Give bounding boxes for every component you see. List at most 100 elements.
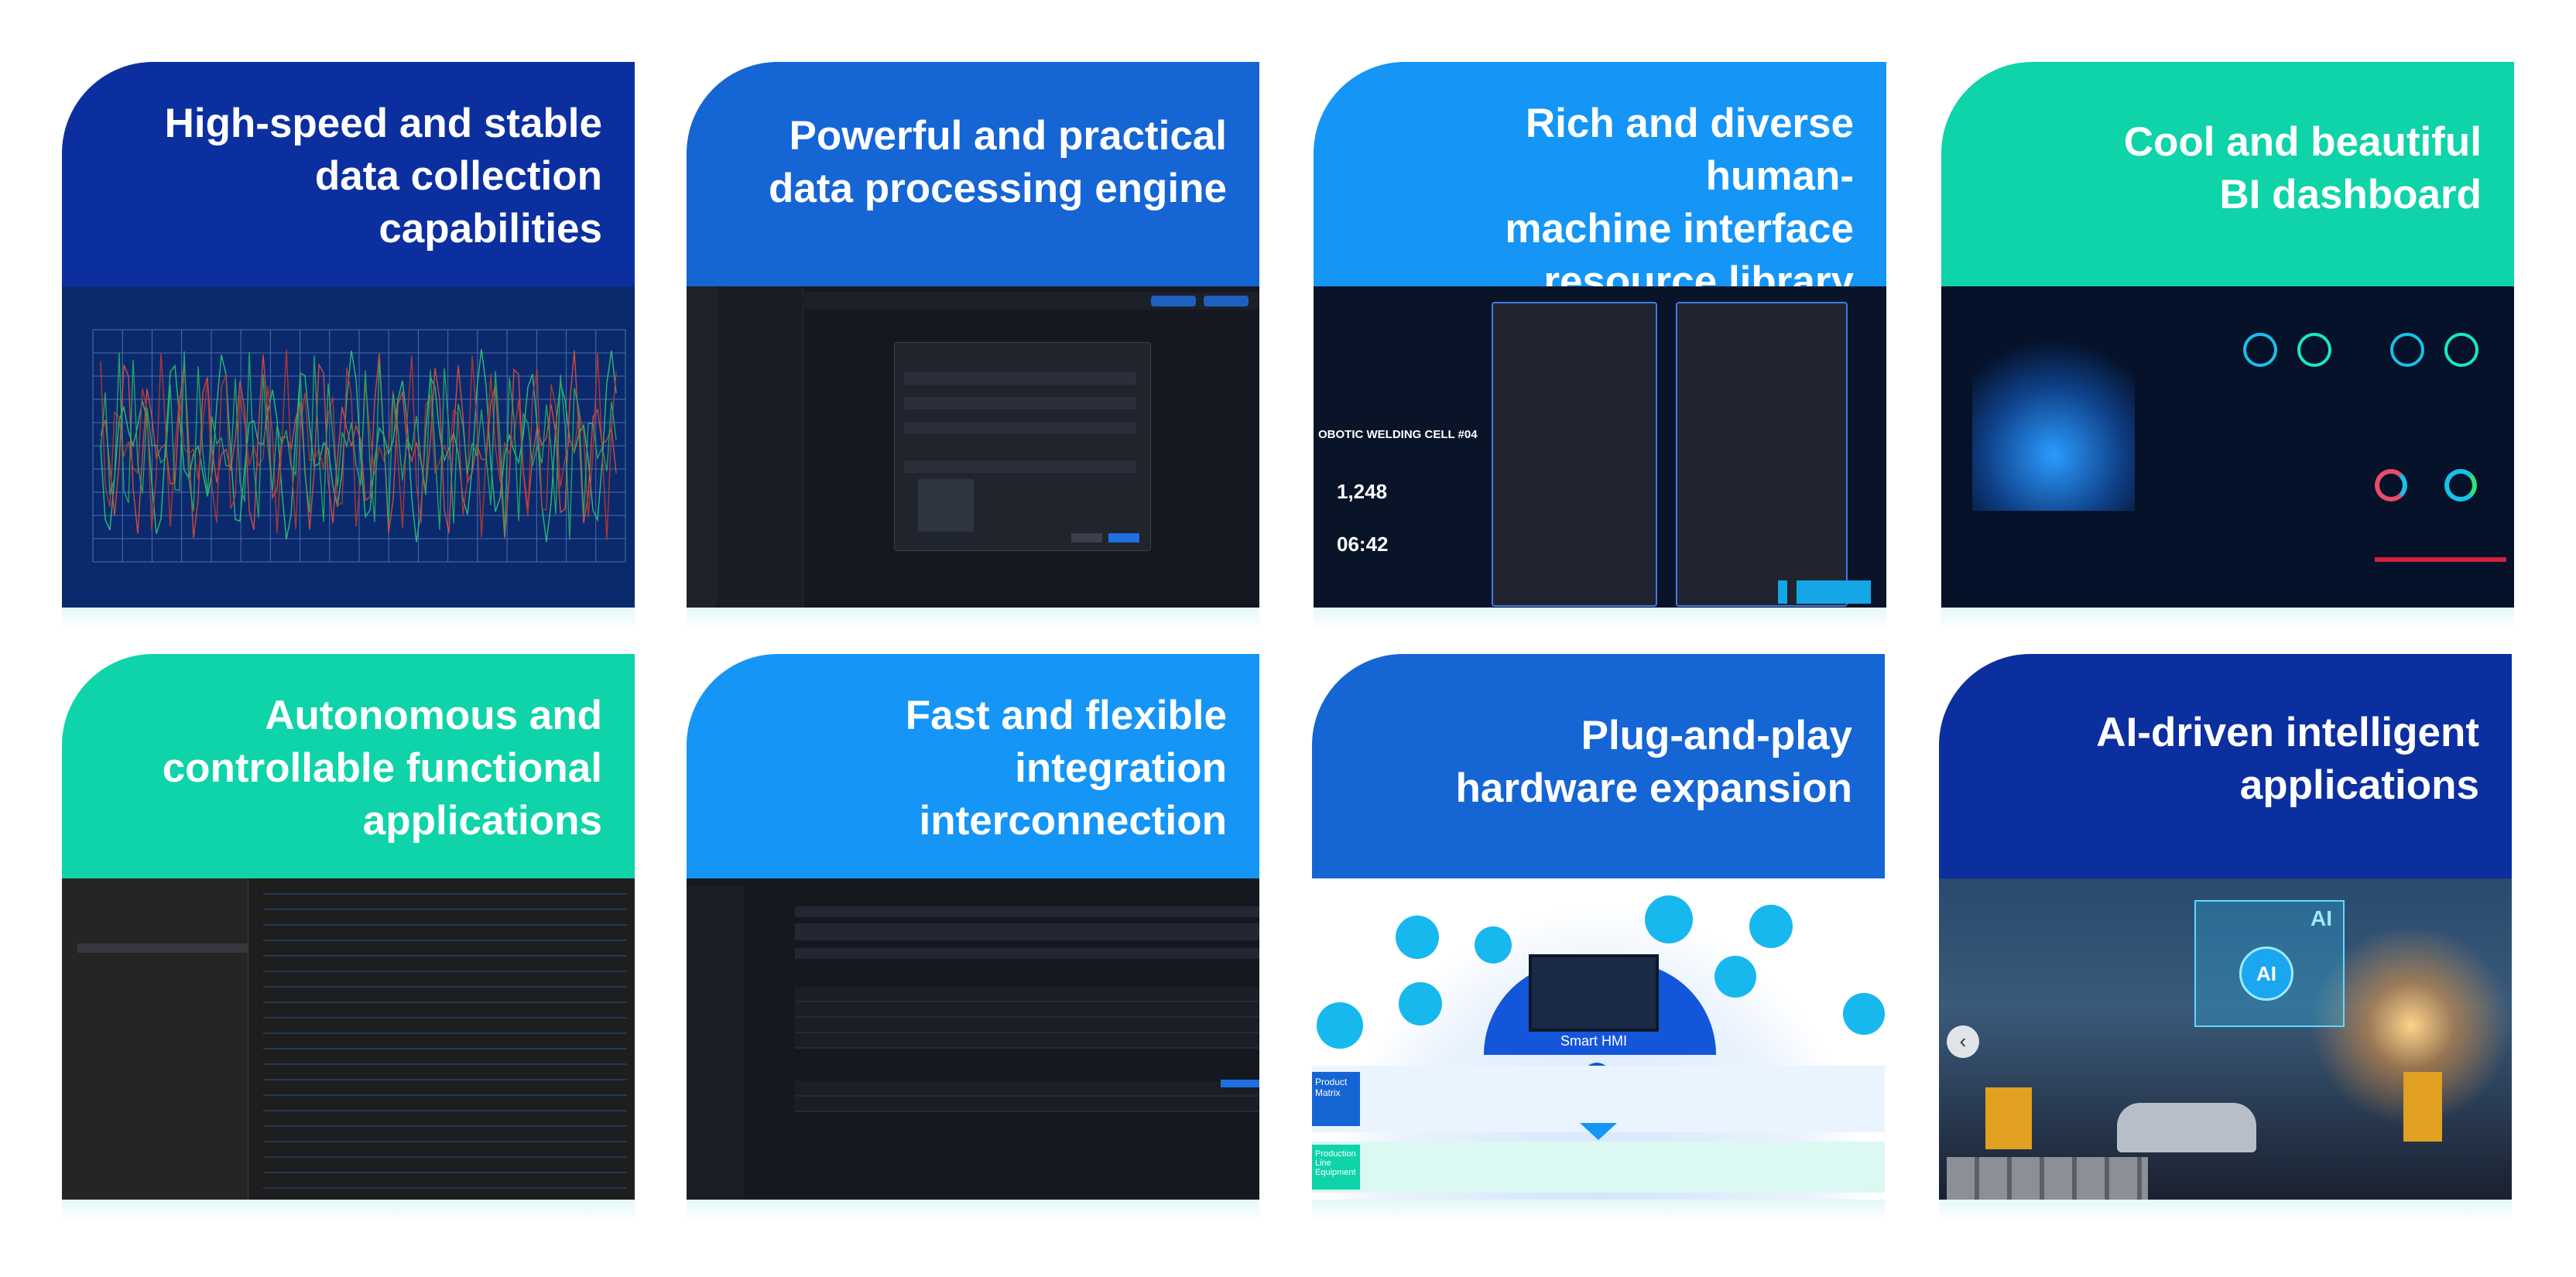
card-title-line: Rich and diverse human- bbox=[1525, 101, 1854, 199]
card-shadow bbox=[62, 608, 635, 631]
donut-chart bbox=[2375, 469, 2407, 502]
feature-card-hmi-library: Rich and diverse human- machine interfac… bbox=[1314, 62, 1886, 631]
machine-render bbox=[1972, 325, 2135, 511]
card-shadow bbox=[1314, 608, 1886, 631]
ai-circle-badge: AI bbox=[2239, 947, 2293, 1001]
screenshot-code-editor bbox=[62, 878, 635, 1200]
down-arrow-icon bbox=[1580, 1123, 1617, 1140]
card-header: AI-driven intelligent applications bbox=[1939, 654, 2512, 878]
card-shadow bbox=[62, 1200, 635, 1223]
hmi-device-label: Smart HMI bbox=[1560, 1033, 1627, 1049]
ai-chip-label: AI bbox=[2311, 906, 2332, 930]
module-bubble bbox=[1714, 956, 1756, 998]
form-field bbox=[795, 923, 1259, 940]
module-bubble bbox=[1749, 905, 1793, 948]
project-explorer bbox=[62, 878, 248, 1200]
modal-dialog bbox=[894, 342, 1151, 551]
card-shadow bbox=[687, 608, 1259, 631]
resource-panel bbox=[1492, 302, 1657, 607]
module-bubble bbox=[1475, 926, 1512, 964]
screenshot-processing-engine bbox=[687, 286, 1259, 608]
card-header: Powerful and practical data processing e… bbox=[687, 62, 1259, 286]
card-header: High-speed and stable data collection ca… bbox=[62, 62, 635, 286]
feature-card-ai-applications: AI-driven intelligent applications AI AI… bbox=[1939, 654, 2512, 1223]
card-title-line: data processing engine bbox=[769, 166, 1227, 211]
modal-row bbox=[904, 372, 1136, 385]
modal-ok-button bbox=[1108, 533, 1139, 543]
card-shadow bbox=[1939, 1200, 2512, 1223]
card-title-line: machine interface bbox=[1505, 206, 1854, 252]
module-bubble bbox=[1399, 982, 1442, 1025]
stat-value: 06:42 bbox=[1337, 532, 1389, 556]
card-title-line: Plug-and-play bbox=[1581, 713, 1852, 758]
response-table bbox=[795, 1081, 1259, 1112]
modal-row bbox=[904, 460, 1136, 473]
screenshot-ai-factory: AI AI ‹ bbox=[1939, 878, 2512, 1200]
resource-panel bbox=[1676, 302, 1848, 607]
sidebar-panel bbox=[687, 286, 718, 608]
gauge bbox=[2243, 333, 2277, 367]
card-title-line: capabilities bbox=[379, 206, 602, 252]
dropdown-list bbox=[918, 479, 974, 532]
barrel-row bbox=[1947, 1157, 2148, 1200]
feature-card-integration: Fast and flexible integration interconne… bbox=[687, 654, 1259, 1223]
module-bubble bbox=[1645, 895, 1693, 943]
gauge bbox=[2297, 333, 2331, 367]
toolbar-button bbox=[1204, 296, 1249, 306]
params-table bbox=[795, 987, 1259, 1049]
alert-row bbox=[2375, 557, 2506, 562]
robot-arm bbox=[1985, 1087, 2032, 1149]
module-bubble bbox=[1396, 916, 1439, 959]
card-title-line: integration bbox=[1015, 745, 1227, 791]
screenshot-waveform-chart bbox=[62, 286, 635, 608]
card-header: Cool and beautiful BI dashboard bbox=[1941, 62, 2514, 286]
card-header: Autonomous and controllable functional a… bbox=[62, 654, 635, 878]
card-title-line: hardware expansion bbox=[1455, 765, 1852, 811]
form-field bbox=[795, 906, 1259, 917]
modal-row bbox=[904, 397, 1136, 409]
screenshot-integration-config bbox=[687, 878, 1259, 1200]
card-shadow bbox=[687, 1200, 1259, 1223]
card-shadow bbox=[1941, 608, 2514, 631]
module-bubble bbox=[1317, 1002, 1363, 1049]
screenshot-hardware-diagram: Smart HMI + Product Matrix Production Li… bbox=[1312, 878, 1885, 1200]
waveform-trace bbox=[100, 349, 617, 543]
card-title-line: Fast and flexible bbox=[905, 693, 1227, 738]
nav-panel bbox=[687, 886, 744, 1200]
waveform-chart bbox=[92, 329, 626, 563]
robot-arm bbox=[2403, 1072, 2442, 1142]
card-title-line: BI dashboard bbox=[2219, 172, 2482, 217]
card-title-line: High-speed and stable bbox=[164, 101, 602, 146]
toolbar bbox=[803, 293, 1259, 310]
tab-button-active bbox=[1221, 1080, 1259, 1087]
modal-row bbox=[904, 422, 1136, 434]
code-area bbox=[263, 886, 627, 1196]
row-label: Product Matrix bbox=[1312, 1072, 1360, 1126]
screenshot-hmi-library: OBOTIC WELDING CELL #04 1,248 06:42 bbox=[1314, 286, 1886, 608]
card-title-line: interconnection bbox=[919, 798, 1227, 844]
url-field bbox=[795, 948, 1259, 959]
welding-banner: OBOTIC WELDING CELL #04 bbox=[1318, 428, 1478, 441]
card-title-line: applications bbox=[362, 798, 602, 844]
card-title-line: Powerful and practical bbox=[789, 113, 1227, 159]
feature-card-functional-applications: Autonomous and controllable functional a… bbox=[62, 654, 635, 1223]
row-label: Production Line Equipment bbox=[1312, 1145, 1360, 1190]
production-line-row bbox=[1312, 1142, 1885, 1193]
gauge bbox=[2444, 333, 2478, 367]
car-body bbox=[2117, 1103, 2256, 1152]
screenshot-bi-dashboard bbox=[1941, 286, 2514, 608]
module-bubble bbox=[1843, 993, 1885, 1035]
card-title-line: AI-driven intelligent bbox=[2096, 710, 2479, 755]
gauge bbox=[2390, 333, 2424, 367]
modal-cancel-button bbox=[1071, 533, 1102, 543]
waveform-trace bbox=[100, 349, 617, 540]
feature-card-hardware-expansion: Plug-and-play hardware expansion Smart H… bbox=[1312, 654, 1885, 1223]
card-title-line: applications bbox=[2239, 762, 2479, 808]
waveform-trace bbox=[100, 351, 617, 540]
feature-card-data-collection: High-speed and stable data collection ca… bbox=[62, 62, 635, 631]
carousel-prev-button[interactable]: ‹ bbox=[1947, 1025, 1979, 1058]
card-title-line: Cool and beautiful bbox=[2123, 119, 2482, 165]
stat-value: 1,248 bbox=[1337, 480, 1388, 503]
feature-card-bi-dashboard: Cool and beautiful BI dashboard bbox=[1941, 62, 2514, 631]
card-header: Fast and flexible integration interconne… bbox=[687, 654, 1259, 878]
